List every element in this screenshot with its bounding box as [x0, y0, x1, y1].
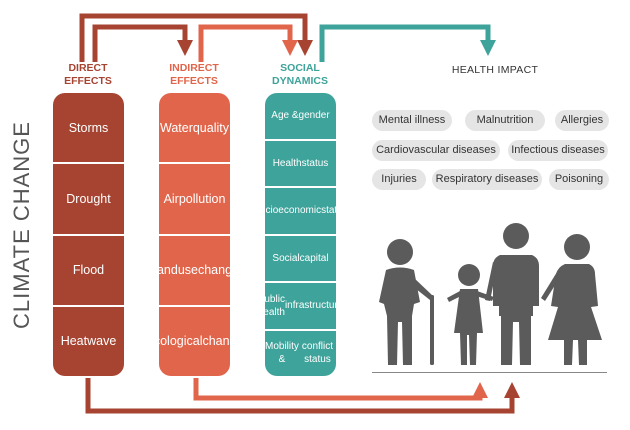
indirect-item-label: Landuse	[159, 263, 198, 278]
arrow-direct-to-social	[79, 13, 314, 62]
indirect-item-label: quality	[192, 120, 229, 135]
heading-line: DIRECT	[68, 62, 108, 74]
direct-item-label: Heatwave	[60, 334, 117, 349]
social-item: Age &gender	[265, 93, 336, 139]
social-item-label: Public health	[265, 293, 285, 318]
impact-pill: Malnutrition	[465, 110, 545, 131]
indirect-item: Landusechange	[159, 233, 230, 305]
social-item-label: conflict status	[301, 341, 334, 366]
indirect-item-label: Water	[159, 120, 193, 135]
indirect-item-label: change	[202, 334, 230, 349]
social-item: Public healthinfrastructure	[265, 281, 336, 329]
social-item-label: Health	[272, 157, 302, 169]
impact-pill: Poisoning	[549, 169, 609, 190]
social-item-label: Socioeconomic	[265, 205, 322, 217]
health-impact-heading: HEALTH IMPACT	[451, 64, 539, 76]
social-item: Socioeconomicstatus	[265, 186, 336, 234]
heading-line: EFFECTS	[64, 75, 112, 87]
impact-pill: Allergies	[555, 110, 609, 131]
indirect-item-label: Ecological	[159, 334, 203, 349]
social-item-label: infrastructure	[284, 300, 336, 312]
social-dynamics-column: Age &genderHealthstatusSocioeconomicstat…	[265, 93, 336, 376]
arrow-indirect-to-social	[198, 24, 299, 62]
arrow-indirect-to-health	[193, 378, 489, 401]
social-item-label: Social	[272, 252, 300, 264]
impact-pill: Mental illness	[372, 110, 452, 131]
heading-line: SOCIAL	[280, 62, 320, 74]
direct-item-label: Flood	[72, 263, 105, 278]
social-item-label: Age &	[271, 110, 299, 122]
heading-line: DYNAMICS	[271, 75, 328, 87]
indirect-item-label: pollution	[178, 191, 226, 206]
direct-item: Heatwave	[53, 304, 124, 376]
ground-line	[372, 372, 607, 373]
heading-line: EFFECTS	[170, 75, 218, 87]
direct-item-label: Storms	[68, 120, 109, 135]
impact-pill: Respiratory diseases	[432, 169, 542, 190]
arrow-social-to-health	[319, 24, 497, 62]
impact-pill: Injuries	[372, 169, 426, 190]
impact-pill: Cardiovascular diseases	[372, 140, 500, 161]
direct-item: Drought	[53, 162, 124, 233]
indirect-item: Ecologicalchange	[159, 304, 230, 376]
indirect-item-label: Air	[163, 191, 179, 206]
indirect-item-label: change	[197, 263, 230, 278]
heading-line: INDIRECT	[169, 62, 219, 74]
arrow-direct-to-indirect	[92, 24, 194, 62]
impact-pill: Infectious diseases	[508, 140, 608, 161]
social-item-label: status	[301, 157, 329, 169]
direct-item: Flood	[53, 233, 124, 305]
social-item-label: status	[321, 205, 336, 217]
direct-item-label: Drought	[66, 191, 111, 206]
direct-item: Storms	[53, 93, 124, 162]
social-item-label: gender	[298, 110, 330, 122]
social-item-label: Mobility &	[265, 341, 299, 366]
arrow-direct-to-health	[85, 378, 521, 414]
social-item-label: capital	[299, 252, 329, 264]
indirect-effects-column: WaterqualityAirpollutionLandusechangeEco…	[159, 93, 230, 376]
social-item: Mobility &conflict status	[265, 328, 336, 377]
